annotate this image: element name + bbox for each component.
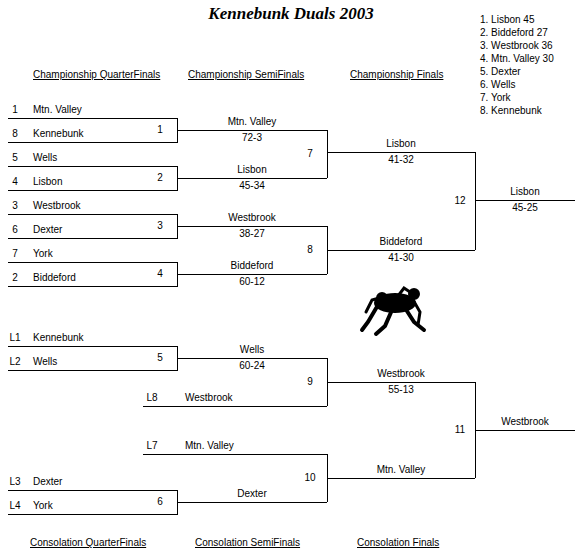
team-name: Kennebunk <box>33 128 84 140</box>
score: 60-12 <box>239 276 265 288</box>
ranking: 5. Dexter <box>480 66 521 78</box>
seed-number: 3 <box>12 200 18 212</box>
seed-number: 8 <box>12 128 18 140</box>
match-number: 6 <box>157 496 163 508</box>
round-heading: Consolation QuarterFinals <box>30 537 146 549</box>
loser-slot: L3 <box>9 476 20 488</box>
loser-slot: L7 <box>146 440 157 452</box>
score: 41-32 <box>388 154 414 166</box>
ranking: 8. Kennebunk <box>480 105 542 117</box>
team-name: Biddeford <box>231 260 274 272</box>
match-number: 7 <box>307 148 313 160</box>
ranking: 7. York <box>480 92 511 104</box>
seed-number: 6 <box>12 224 18 236</box>
team-name: Westbrook <box>377 368 425 380</box>
team-name: Lisbon <box>33 176 62 188</box>
team-name: Westbrook <box>185 392 233 404</box>
match-number: 11 <box>455 424 465 436</box>
score: 72-3 <box>242 132 262 144</box>
loser-slot: L1 <box>9 332 20 344</box>
round-heading: Championship Finals <box>350 69 443 81</box>
score: 60-24 <box>239 360 265 372</box>
ranking: 6. Wells <box>480 79 515 91</box>
match-number: 4 <box>157 268 163 280</box>
round-heading: Consolation SemiFinals <box>195 537 300 549</box>
team-name: Biddeford <box>380 236 423 248</box>
team-name: Wells <box>33 356 57 368</box>
team-name: Wells <box>33 152 57 164</box>
team-name: Mtn. Valley <box>185 440 234 452</box>
loser-slot: L4 <box>9 500 20 512</box>
team-name: Biddeford <box>33 272 76 284</box>
team-name: Kennebunk <box>33 332 84 344</box>
seed-number: 4 <box>12 176 18 188</box>
match-number: 1 <box>157 124 163 136</box>
team-name: Mtn. Valley <box>377 464 426 476</box>
page-title: Kennebunk Duals 2003 <box>208 4 373 24</box>
team-name: Westbrook <box>501 416 549 428</box>
round-heading: Championship SemiFinals <box>188 69 304 81</box>
bracket-line <box>8 454 475 514</box>
match-number: 9 <box>307 376 313 388</box>
ranking: 3. Westbrook 36 <box>480 40 553 52</box>
score: 55-13 <box>388 384 414 396</box>
seed-number: 2 <box>12 272 18 284</box>
team-name: Dexter <box>33 224 62 236</box>
bracket-line <box>475 382 575 478</box>
match-number: 5 <box>157 352 163 364</box>
bracket-line <box>8 118 475 190</box>
ranking: 1. Lisbon 45 <box>480 14 535 26</box>
ranking: 4. Mtn. Valley 30 <box>480 53 554 65</box>
team-name: Westbrook <box>228 212 276 224</box>
wrestlers-illustration <box>362 288 424 334</box>
match-number: 8 <box>307 244 313 256</box>
score: 38-27 <box>239 228 265 240</box>
team-name: York <box>33 500 53 512</box>
team-name: Dexter <box>237 488 266 500</box>
team-name: Westbrook <box>33 200 81 212</box>
seed-number: 7 <box>12 248 18 260</box>
match-number: 12 <box>454 195 465 207</box>
team-name: Lisbon <box>237 164 266 176</box>
match-number: 3 <box>157 220 163 232</box>
loser-slot: L8 <box>146 392 157 404</box>
bracket-line <box>8 214 475 286</box>
team-name: Mtn. Valley <box>33 104 82 116</box>
seed-number: 1 <box>12 104 18 116</box>
team-name: Mtn. Valley <box>228 116 277 128</box>
round-heading: Consolation Finals <box>357 537 439 549</box>
seed-number: 5 <box>12 152 18 164</box>
loser-slot: L2 <box>9 356 20 368</box>
match-number: 10 <box>304 472 315 484</box>
score: 45-25 <box>512 202 538 214</box>
score: 41-30 <box>388 252 414 264</box>
team-name: Lisbon <box>510 186 539 198</box>
round-heading: Championship QuarterFinals <box>33 69 160 81</box>
team-name: Lisbon <box>386 138 415 150</box>
score: 45-34 <box>239 180 265 192</box>
ranking: 2. Biddeford 27 <box>480 27 548 39</box>
match-number: 2 <box>157 172 163 184</box>
team-name: Wells <box>240 344 264 356</box>
bracket-line <box>475 152 575 250</box>
team-name: York <box>33 248 53 260</box>
team-name: Dexter <box>33 476 62 488</box>
